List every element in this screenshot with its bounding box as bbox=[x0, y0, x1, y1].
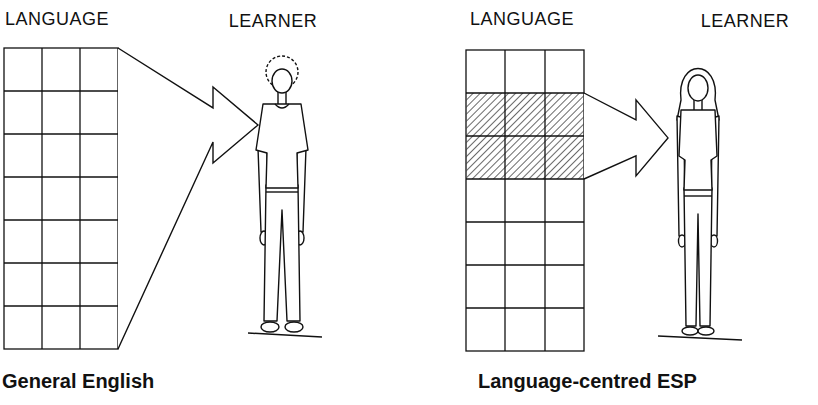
learner-figure bbox=[248, 56, 322, 337]
heading-label: LEARNER bbox=[229, 12, 318, 30]
arrow-connector bbox=[584, 93, 668, 179]
learner-figure: LEARNER bbox=[668, 62, 720, 337]
learner-figure: LEARNER bbox=[258, 52, 308, 337]
heading-label: LANGUAGE bbox=[5, 10, 109, 28]
language-grid bbox=[466, 50, 584, 351]
arrow-connector bbox=[118, 48, 258, 349]
heading-label: LEARNER bbox=[701, 12, 790, 30]
learner-figure bbox=[658, 69, 742, 341]
language-grid bbox=[4, 48, 118, 349]
language-grid: LANGUAGE bbox=[466, 50, 584, 351]
heading-label: LANGUAGE bbox=[470, 10, 574, 28]
caption-label: Language-centred ESP bbox=[478, 371, 697, 391]
caption-label: General English bbox=[2, 371, 154, 391]
language-grid: LANGUAGE bbox=[4, 48, 118, 349]
